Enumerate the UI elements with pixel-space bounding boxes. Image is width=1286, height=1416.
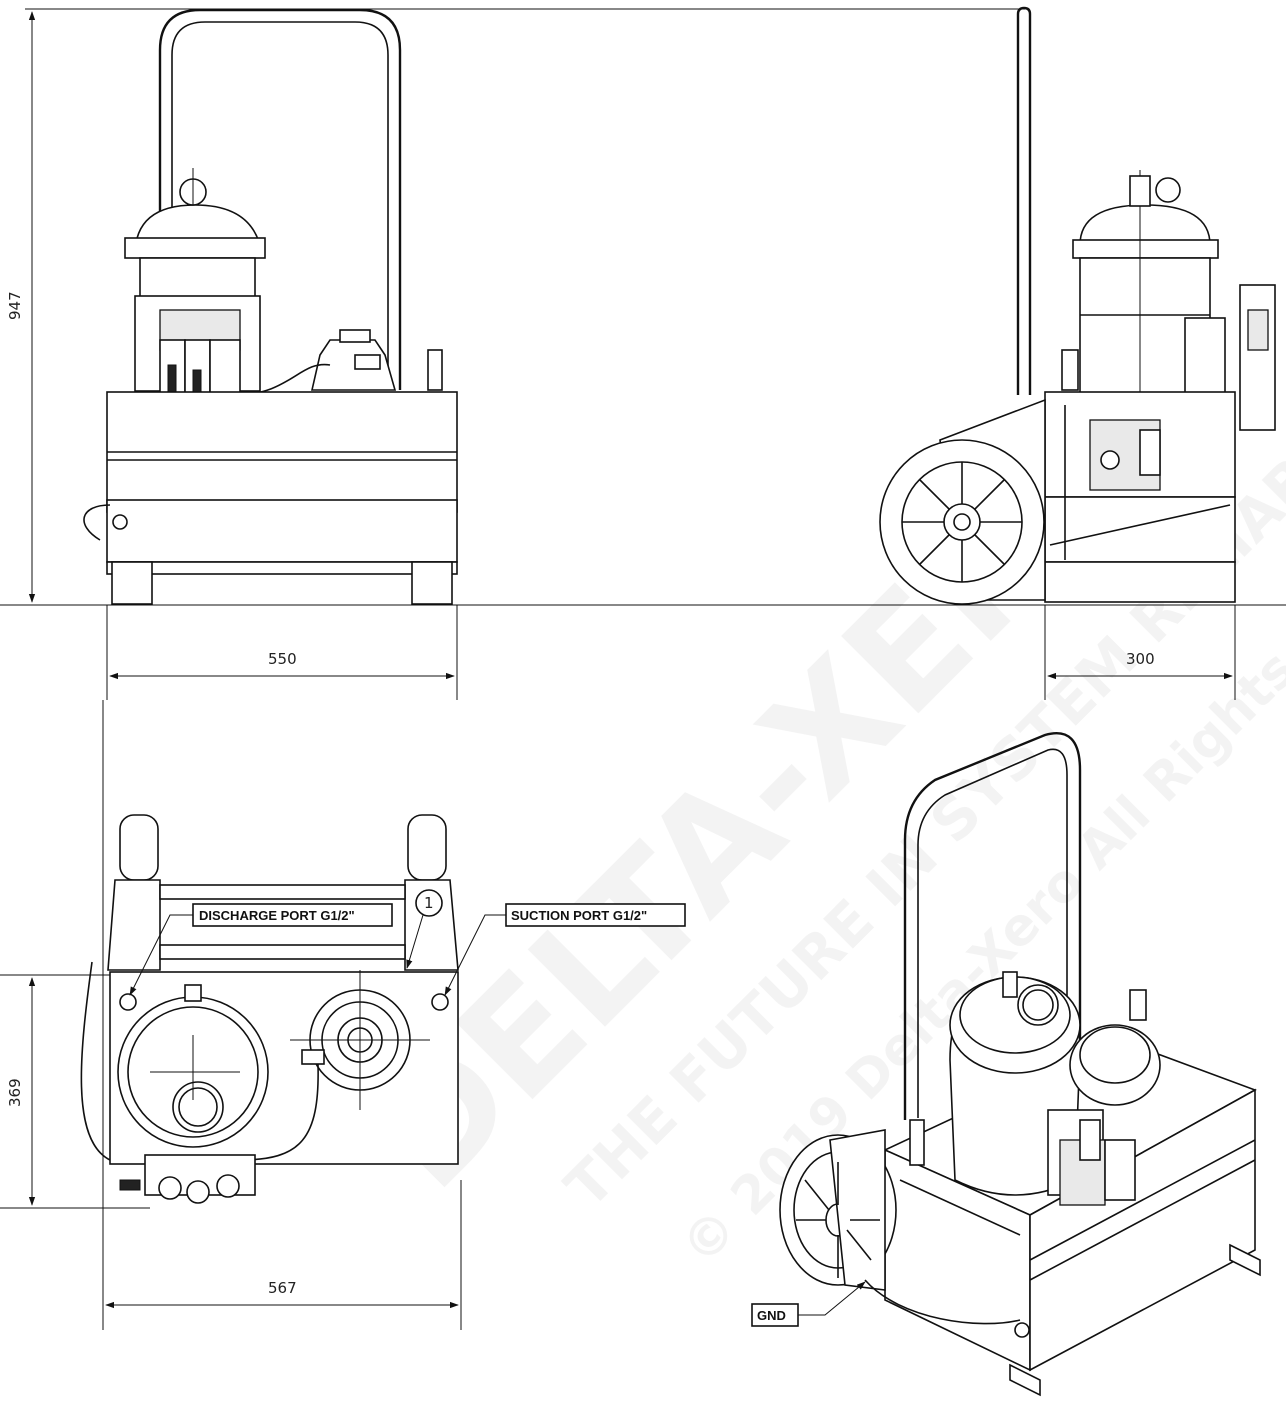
discharge-port-label: DISCHARGE PORT G1/2" <box>199 908 355 923</box>
dim-depth-top-value: 369 <box>6 1078 24 1107</box>
dim-height: 947 <box>6 11 36 603</box>
isometric-view <box>779 732 1261 1397</box>
item-number: 1 <box>424 894 434 912</box>
dim-width-top: 567 <box>102 700 462 1330</box>
callout-discharge: DISCHARGE PORT G1/2" <box>129 903 393 996</box>
dim-depth-top: 369 <box>6 977 36 1206</box>
dim-width-front-value: 550 <box>268 650 297 668</box>
callout-item-1: 1 <box>406 889 443 969</box>
dim-width-top-value: 567 <box>268 1279 297 1297</box>
top-view <box>80 814 459 1204</box>
dim-width-front: 550 <box>106 605 458 700</box>
callout-suction: SUCTION PORT G1/2" <box>444 903 686 996</box>
callout-ground: GND <box>751 1281 866 1327</box>
reference-lines <box>0 8 1286 1209</box>
front-view <box>83 8 458 605</box>
suction-port-label: SUCTION PORT G1/2" <box>511 908 647 923</box>
dim-height-value: 947 <box>6 291 24 320</box>
side-view <box>879 6 1276 605</box>
dim-depth-side-value: 300 <box>1126 650 1155 668</box>
ground-label: GND <box>757 1308 786 1323</box>
dim-depth-side: 300 <box>1044 605 1236 700</box>
